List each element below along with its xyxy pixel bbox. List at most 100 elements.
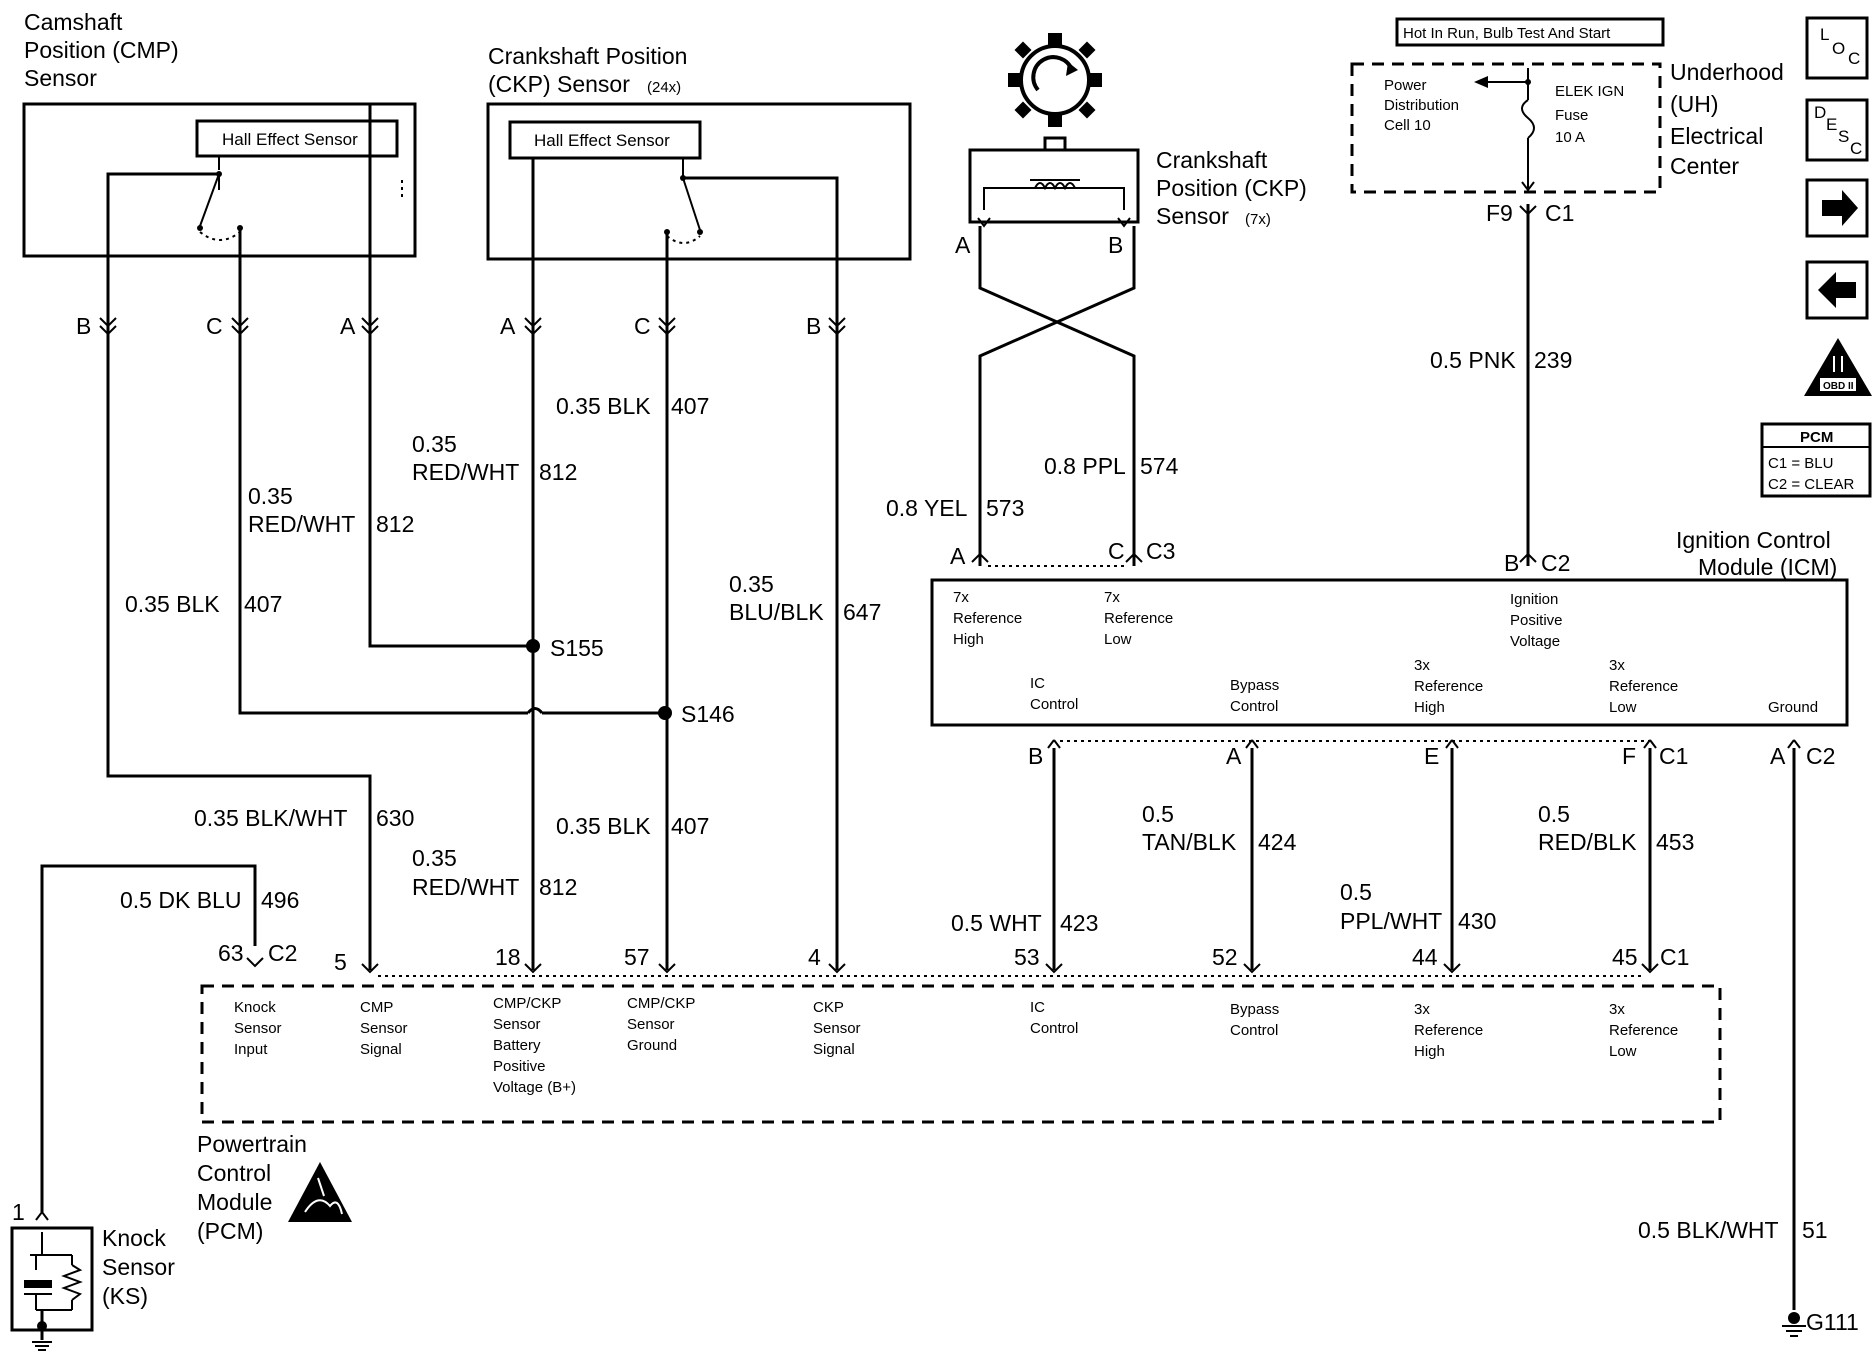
wire-label-wht-423: 0.5 WHT 423 xyxy=(951,910,1098,936)
svg-text:0.5 DK BLU: 0.5 DK BLU xyxy=(120,887,241,913)
svg-text:430: 430 xyxy=(1458,908,1496,934)
icm-pin-a-bottom: A xyxy=(1226,743,1242,769)
svg-text:CKP: CKP xyxy=(813,999,844,1016)
svg-text:424: 424 xyxy=(1258,829,1297,855)
svg-text:647: 647 xyxy=(843,599,881,625)
pcm-title-line2: Control xyxy=(197,1160,271,1186)
svg-text:630: 630 xyxy=(376,805,414,831)
pcm-pin-52: 52 xyxy=(1212,944,1238,970)
pcm-connector-table: PCM C1 = BLU C2 = CLEAR xyxy=(1760,422,1872,498)
icm-connector-c1: C1 xyxy=(1659,743,1688,769)
svg-text:496: 496 xyxy=(261,887,299,913)
svg-text:RED/BLK: RED/BLK xyxy=(1538,829,1637,855)
pcm-pin-57: 57 xyxy=(624,944,650,970)
svg-text:Reference: Reference xyxy=(1609,678,1678,695)
ckp7-sensor-box xyxy=(968,148,1140,224)
icm-pin-b: B xyxy=(1504,550,1519,576)
svg-text:Signal: Signal xyxy=(813,1041,855,1058)
ckp24-pin-c: C xyxy=(634,313,651,339)
svg-text:C: C xyxy=(1850,139,1862,158)
splice-s146-label: S146 xyxy=(681,701,735,727)
svg-text:IC: IC xyxy=(1030,675,1045,692)
powertrain-control-module: 63 C2 5 18 57 4 53 52 44 45 C1 Knock Sen… xyxy=(197,940,1722,1244)
svg-text:Reference: Reference xyxy=(953,610,1022,627)
cmp-pin-b: B xyxy=(76,313,91,339)
svg-text:Reference: Reference xyxy=(1609,1022,1678,1039)
svg-text:E: E xyxy=(1826,115,1837,134)
uh-box xyxy=(1350,62,1662,194)
ckp7-title-line3: Sensor xyxy=(1156,203,1229,229)
uh-fuse-line2: Fuse xyxy=(1555,107,1588,124)
uh-header-box xyxy=(1395,17,1665,47)
svg-text:0.8 YEL: 0.8 YEL xyxy=(886,495,968,521)
svg-text:Reference: Reference xyxy=(1414,678,1483,695)
svg-text:3x: 3x xyxy=(1414,1001,1430,1018)
obd-ii-icon[interactable]: OBD II xyxy=(1804,338,1872,396)
svg-text:Bypass: Bypass xyxy=(1230,677,1279,694)
uh-title-line1: Underhood xyxy=(1670,59,1784,85)
ckp24-hall-label: Hall Effect Sensor xyxy=(534,131,670,150)
svg-text:0.35: 0.35 xyxy=(412,845,457,871)
svg-text:Low: Low xyxy=(1609,1043,1637,1060)
ckp24-sensor-box xyxy=(486,102,912,261)
svg-text:0.5: 0.5 xyxy=(1142,801,1174,827)
pcm-title-line1: Powertrain xyxy=(197,1131,307,1157)
svg-text:7x: 7x xyxy=(953,589,969,606)
ignition-control-module: Ignition Control Module (ICM) A C C3 B C… xyxy=(930,527,1849,769)
svg-text:C2 = CLEAR: C2 = CLEAR xyxy=(1768,476,1854,493)
splice-s155-label: S155 xyxy=(550,635,604,661)
cmp-hall-box xyxy=(195,119,399,158)
icm-title-line2: Module (ICM) xyxy=(1698,554,1837,580)
svg-text:407: 407 xyxy=(244,591,282,617)
svg-text:0.35: 0.35 xyxy=(412,431,457,457)
previous-arrow-icon[interactable] xyxy=(1805,260,1869,320)
svg-text:51: 51 xyxy=(1802,1217,1828,1243)
svg-text:0.35 BLK: 0.35 BLK xyxy=(556,813,651,839)
ckp7-sensor: Crankshaft Position (CKP) Sensor (7x) A … xyxy=(955,33,1307,258)
svg-text:Reference: Reference xyxy=(1414,1022,1483,1039)
wire-label-redblk-453: 0.5 RED/BLK 453 xyxy=(1538,801,1694,855)
description-icon[interactable]: D E S C xyxy=(1805,98,1869,162)
svg-text:3x: 3x xyxy=(1414,657,1430,674)
next-arrow-icon[interactable] xyxy=(1805,178,1869,238)
pcm-pin-44: 44 xyxy=(1412,944,1438,970)
ckp7-title-line2: Position (CKP) xyxy=(1156,175,1307,201)
ks-title-line2: Sensor xyxy=(102,1254,175,1280)
ground-label: G111 xyxy=(1806,1309,1859,1335)
svg-text:0.35 BLK: 0.35 BLK xyxy=(556,393,651,419)
svg-text:0.35 BLK: 0.35 BLK xyxy=(125,591,220,617)
svg-text:PPL/WHT: PPL/WHT xyxy=(1340,908,1442,934)
svg-text:Control: Control xyxy=(1030,696,1078,713)
wire-label-ckp-c-407: 0.35 BLK 407 xyxy=(556,393,709,419)
pcm-title-line3: Module xyxy=(197,1189,272,1215)
svg-text:812: 812 xyxy=(539,459,577,485)
pcm-pin-45: 45 xyxy=(1612,944,1638,970)
wire-label-pplwht-430: 0.5 PPL/WHT 430 xyxy=(1340,879,1496,934)
wire-label-ckp-a-812: 0.35 RED/WHT 812 xyxy=(412,431,577,485)
ckp24-pin-b: B xyxy=(806,313,821,339)
cmp-sensor: Camshaft Position (CMP) Sensor Hall Effe… xyxy=(22,9,417,258)
wire-label-cmp-a-812: 0.35 RED/WHT 812 xyxy=(248,483,414,537)
svg-text:Positive: Positive xyxy=(493,1058,546,1075)
svg-text:Voltage (B+): Voltage (B+) xyxy=(493,1079,576,1096)
svg-text:Knock: Knock xyxy=(234,999,276,1016)
esd-warning-icon xyxy=(288,1162,352,1222)
uh-pdc-line1: Power xyxy=(1384,77,1427,94)
pcm-box xyxy=(200,984,1722,1124)
ckp7-pin-a: A xyxy=(955,232,971,258)
location-icon[interactable]: L O C xyxy=(1805,16,1869,80)
svg-text:IC: IC xyxy=(1030,999,1045,1016)
ckp24-connectors: A C B xyxy=(500,313,846,339)
svg-text:0.8 PPL: 0.8 PPL xyxy=(1044,453,1126,479)
knock-sensor: 1 Knock Sensor (KS) xyxy=(10,1199,175,1351)
svg-text:Control: Control xyxy=(1230,1022,1278,1039)
cmp-sensor-box xyxy=(22,102,417,258)
svg-text:0.5: 0.5 xyxy=(1538,801,1570,827)
svg-text:Sensor: Sensor xyxy=(493,1016,541,1033)
uh-pdc-line3: Cell 10 xyxy=(1384,117,1431,134)
svg-text:RED/WHT: RED/WHT xyxy=(248,511,355,537)
svg-text:0.5 WHT: 0.5 WHT xyxy=(951,910,1042,936)
cmp-pin-a: A xyxy=(340,313,356,339)
ks-title-line3: (KS) xyxy=(102,1283,148,1309)
